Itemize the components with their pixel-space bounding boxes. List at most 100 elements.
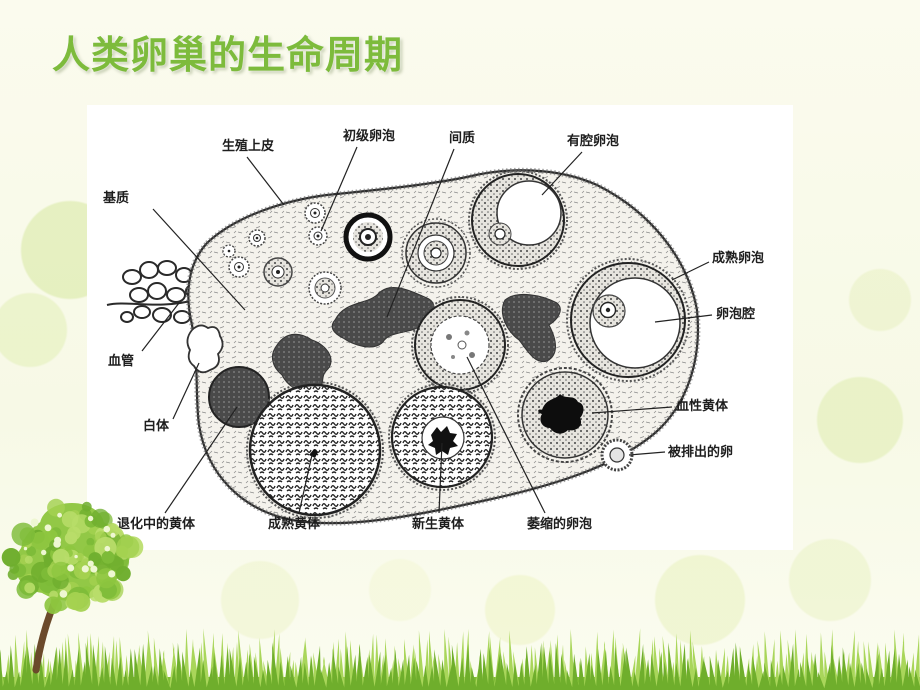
leader-mature-corpus-luteum [298, 454, 313, 514]
growing-follicle [401, 218, 471, 288]
antral-follicle-oocyte [494, 228, 506, 240]
grass-icon [0, 628, 920, 690]
tree-leaf [1, 548, 21, 567]
corpus-hemorrhagicum-blood [538, 394, 584, 434]
tree-leaf-highlight [74, 554, 78, 559]
tree-leaf [47, 498, 65, 517]
ovary-diagram-svg: 生殖上皮 初级卵泡 间质 有腔卵泡 基质 成熟卵泡 卵泡腔 血管 血性黄体 白体… [102, 128, 764, 532]
interstitial-region [271, 333, 332, 393]
leader-corpus-hemorrhagicum [591, 406, 673, 414]
blood-vessel-loop [120, 311, 134, 323]
primary-follicle [228, 256, 250, 278]
leader-ovulated-ovum [628, 451, 666, 456]
label-germinal-epithelium: 生殖上皮 [222, 138, 274, 154]
blood-vessel-loop [122, 269, 142, 285]
tree-leaf-highlight [67, 564, 75, 572]
label-corpus-hemorrhagicum: 血性黄体 [676, 398, 729, 414]
primary-follicle [308, 271, 342, 305]
primary-follicles [222, 202, 342, 305]
tree-leaf [75, 552, 84, 562]
secondary-follicle [343, 212, 393, 262]
slide-title: 人类卵巢的生命周期 [52, 33, 404, 77]
label-new-corpus-luteum: 新生黄体 [412, 516, 465, 532]
tree-leaf [86, 537, 95, 546]
tree-leaf-highlight [103, 525, 111, 533]
leader-new-corpus-luteum [438, 442, 443, 514]
label-mature-corpus-luteum: 成熟黄体 [268, 516, 321, 532]
new-corpus-luteum-clot [428, 426, 458, 455]
regressing-corpus-luteum [208, 366, 270, 428]
leader-interstitium [386, 148, 455, 318]
tree-leaf-highlight [104, 545, 111, 552]
mature-follicle-nucleus [605, 307, 611, 313]
leader-mature-follicle [671, 261, 710, 281]
blood-vessel-loop [147, 282, 167, 300]
tree-canopy [1, 498, 144, 615]
mature-follicle [566, 258, 690, 382]
mature-corpus-luteum [246, 381, 384, 519]
tree-leaf [51, 561, 71, 581]
tree-leaf [44, 596, 62, 615]
tree-leaf-highlight [59, 590, 68, 598]
ovary-diagram: 生殖上皮 初级卵泡 间质 有腔卵泡 基质 成熟卵泡 卵泡腔 血管 血性黄体 白体… [87, 105, 793, 550]
tree-leaf-highlight [90, 565, 98, 573]
label-blood-vessel: 血管 [108, 353, 134, 369]
leader-regressing-corpus-luteum [164, 406, 238, 514]
blood-vessel-loop [166, 287, 186, 303]
leader-atretic-follicle [466, 356, 546, 514]
tree-leaf-highlight [87, 515, 94, 522]
tree-leaf [9, 564, 20, 574]
blood-vessel-loop [129, 287, 149, 303]
label-regressing-corpus-luteum: 退化中的黄体 [117, 516, 196, 532]
tree-leaf-highlight [30, 518, 39, 527]
tree-leaf-highlight [23, 546, 28, 551]
label-antral-follicle: 有腔卵泡 [567, 133, 619, 149]
primary-follicle [222, 244, 236, 258]
tree-leaf [11, 522, 35, 546]
label-mature-follicle: 成熟卵泡 [712, 250, 764, 266]
tree-leaf [67, 526, 81, 541]
tree-leaf-highlight [44, 524, 52, 532]
blood-vessel-loop [157, 260, 177, 276]
corpus-albicans [186, 324, 224, 374]
label-primary-follicle: 初级卵泡 [343, 128, 395, 144]
primary-follicle [304, 202, 326, 224]
leader-stroma [152, 208, 246, 311]
tree-leaf [52, 548, 70, 566]
tree-leaf-highlight [110, 532, 116, 538]
leader-blood-vessel [141, 302, 180, 352]
label-atretic-follicle: 萎缩的卵泡 [526, 516, 592, 532]
labels: 生殖上皮 初级卵泡 间质 有腔卵泡 基质 成熟卵泡 卵泡腔 血管 血性黄体 白体… [102, 128, 764, 532]
new-corpus-luteum [388, 383, 496, 491]
tree-leaf [66, 592, 85, 611]
leader-lines [141, 146, 713, 514]
tree-leaf-highlight [81, 565, 89, 573]
blood-vessel-loop [139, 261, 159, 279]
label-interstitium: 间质 [449, 130, 475, 146]
primary-follicle [263, 257, 293, 287]
blood-vessel-loop [133, 305, 151, 319]
antral-follicle-antrum [496, 180, 562, 246]
tree-leaf [24, 555, 33, 564]
tree-leaf [116, 545, 128, 558]
leader-corpus-albicans [172, 362, 200, 420]
tree-leaf [89, 588, 103, 602]
label-corpus-albicans: 白体 [143, 418, 170, 434]
tree-icon [1, 498, 144, 674]
blood-vessel-loop [152, 307, 172, 323]
leader-germinal-epithelium [246, 156, 285, 206]
primary-follicle [248, 229, 266, 247]
tree-leaf-highlight [41, 549, 47, 556]
tree-leaf [90, 508, 110, 528]
tree-leaf-highlight [87, 560, 94, 567]
tree-leaf [24, 582, 36, 594]
label-follicular-antrum: 卵泡腔 [716, 306, 755, 322]
tree-leaf [105, 523, 120, 537]
label-ovulated-ovum: 被排出的卵 [667, 444, 733, 460]
tree-leaf [31, 531, 50, 550]
grass-blades-front [0, 642, 920, 690]
ovulated-ovum [600, 438, 634, 472]
interstitial-region [501, 293, 561, 363]
leader-follicular-antrum [654, 314, 713, 323]
primary-follicle [308, 226, 328, 246]
